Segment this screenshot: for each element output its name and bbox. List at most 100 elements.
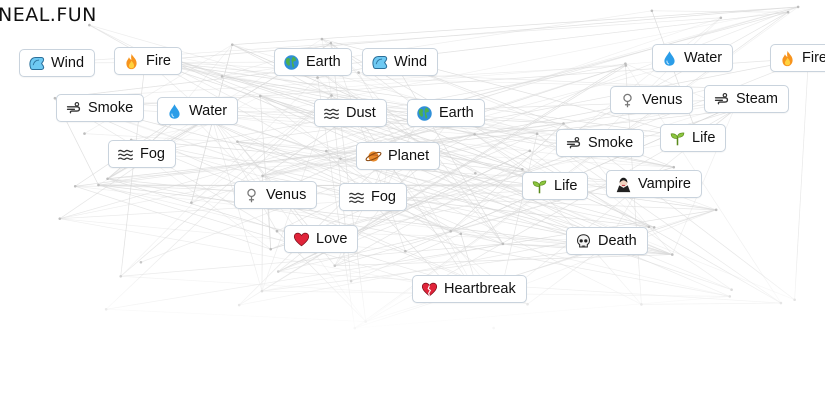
element-chip-fog[interactable]: Fog <box>108 140 176 168</box>
connection-line <box>326 17 721 152</box>
element-chip-fire[interactable]: Fire <box>770 44 825 72</box>
element-chip-water[interactable]: Water <box>157 97 239 125</box>
connection-node <box>449 229 452 233</box>
element-chip-smoke[interactable]: Smoke <box>56 94 145 122</box>
fog-icon <box>348 189 365 206</box>
connection-node <box>237 303 241 307</box>
sprout-icon <box>669 130 686 147</box>
wind-icon <box>371 54 388 71</box>
element-chip-death[interactable]: Death <box>566 227 648 255</box>
element-chip-steam[interactable]: Steam <box>704 85 789 113</box>
element-label: Earth <box>306 54 341 70</box>
fire-icon <box>123 53 140 70</box>
element-chip-water[interactable]: Water <box>652 44 734 72</box>
smoke-icon <box>65 100 82 117</box>
element-chip-venus[interactable]: Venus <box>234 181 318 209</box>
venus-symbol-icon <box>243 187 260 204</box>
skull-icon <box>575 233 592 250</box>
connection-node <box>316 76 319 79</box>
connection-line <box>382 137 699 198</box>
connection-line <box>260 95 554 187</box>
connection-line <box>326 57 809 152</box>
connection-node <box>349 279 353 283</box>
connection-node <box>652 226 656 229</box>
element-chip-love[interactable]: Love <box>284 225 359 253</box>
element-chip-wind[interactable]: Wind <box>19 49 96 77</box>
connection-line <box>187 110 504 245</box>
connection-node <box>329 41 333 45</box>
connection-node <box>258 94 262 98</box>
element-chip-earth[interactable]: Earth <box>274 48 352 76</box>
connection-line <box>259 95 272 250</box>
connection-line <box>436 154 523 170</box>
water-drop-icon <box>166 103 183 120</box>
connection-node <box>647 225 651 229</box>
element-label: Water <box>189 103 228 119</box>
element-chip-wind[interactable]: Wind <box>362 48 439 76</box>
heart-icon <box>293 231 310 248</box>
connection-line <box>141 153 271 250</box>
connection-node <box>730 288 733 291</box>
connection-node <box>190 201 193 204</box>
connection-node <box>624 64 628 67</box>
wind-icon <box>28 55 45 72</box>
connection-line <box>262 99 654 177</box>
element-chip-fire[interactable]: Fire <box>114 47 182 75</box>
connection-node <box>276 270 280 273</box>
connection-line <box>354 296 730 329</box>
connection-node <box>353 326 357 330</box>
connection-node <box>269 247 273 251</box>
venus-symbol-icon <box>619 92 636 109</box>
element-chip-vampire[interactable]: Vampire <box>606 170 702 198</box>
connection-node <box>58 217 62 220</box>
element-label: Life <box>692 130 716 146</box>
connection-node <box>230 43 234 46</box>
connection-node <box>261 174 264 178</box>
connection-line <box>120 77 318 277</box>
element-chip-heartbreak[interactable]: Heartbreak <box>412 275 527 303</box>
element-chip-dust[interactable]: Dust <box>314 99 387 127</box>
connection-node <box>521 168 524 171</box>
element-chip-smoke[interactable]: Smoke <box>556 129 645 157</box>
connection-line <box>305 61 476 174</box>
connection-line <box>237 141 649 228</box>
connection-line <box>98 184 554 187</box>
connection-line <box>146 6 799 62</box>
connection-line <box>436 98 750 156</box>
connection-node <box>535 132 539 136</box>
connection-line <box>131 139 503 245</box>
connection-line <box>191 95 332 203</box>
connection-node <box>88 23 91 27</box>
fire-icon <box>779 50 796 67</box>
connection-node <box>528 149 532 153</box>
water-drop-icon <box>661 50 678 67</box>
vampire-icon <box>615 176 632 193</box>
element-chip-fog[interactable]: Fog <box>339 183 407 211</box>
connection-line <box>641 302 781 305</box>
element-chip-planet[interactable]: Planet <box>356 142 441 170</box>
element-chip-venus[interactable]: Venus <box>610 86 694 114</box>
element-chip-life[interactable]: Life <box>522 172 589 200</box>
connection-node <box>492 326 495 330</box>
connection-line <box>421 11 789 111</box>
connection-node <box>779 301 783 305</box>
connection-line <box>54 65 626 99</box>
element-label: Wind <box>51 55 85 71</box>
element-label: Venus <box>642 92 683 108</box>
connection-node <box>73 184 77 188</box>
element-label: Smoke <box>588 135 634 151</box>
site-logo[interactable]: NEAL.FUN <box>0 4 97 26</box>
connection-line <box>648 226 782 304</box>
connection-line <box>146 50 389 157</box>
connection-node <box>333 264 337 268</box>
earth-icon <box>283 54 300 71</box>
element-chip-life[interactable]: Life <box>660 124 727 152</box>
connection-line <box>794 57 809 300</box>
connection-node <box>650 9 654 13</box>
connection-node <box>357 71 360 74</box>
element-chip-earth[interactable]: Earth <box>407 99 485 127</box>
element-label: Fire <box>146 53 171 69</box>
connection-line <box>210 115 278 232</box>
connection-line <box>211 115 674 168</box>
